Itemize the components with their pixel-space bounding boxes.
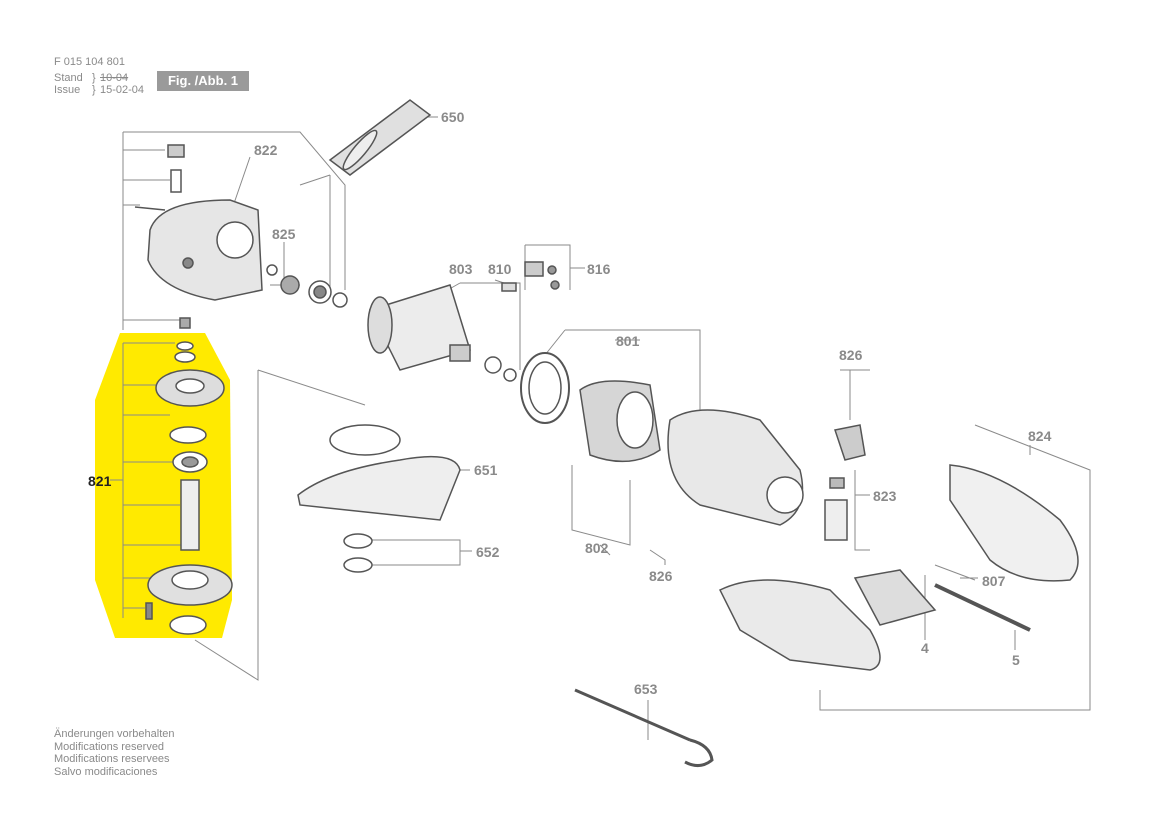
callout-826-top: 826 <box>839 347 863 363</box>
callout-652: 652 <box>476 544 500 560</box>
callout-5: 5 <box>1012 652 1020 668</box>
callout-653: 653 <box>634 681 658 697</box>
figure-label: Fig. /Abb. 1 <box>157 71 249 91</box>
highlight-821 <box>95 333 232 638</box>
rear-handle-cover <box>949 464 1079 582</box>
callout-822: 822 <box>254 142 278 158</box>
wheel-guard <box>297 455 461 521</box>
stand-brace-top: } <box>92 72 96 84</box>
issue-value: 15-02-04 <box>100 84 145 96</box>
issue-brace-bottom: } <box>92 84 96 96</box>
main-handle <box>718 579 881 671</box>
callout-4: 4 <box>921 640 929 656</box>
callout-651: 651 <box>474 462 498 478</box>
callout-801: 801 <box>616 333 640 349</box>
callout-821: 821 <box>88 473 112 489</box>
callout-810: 810 <box>488 261 512 277</box>
stand-value: 10-04 <box>100 72 129 84</box>
footer-line-es: Salvo modificaciones <box>54 765 158 778</box>
callout-807: 807 <box>982 573 1006 589</box>
callout-802: 802 <box>585 540 609 556</box>
footer-notes: Änderungen vorbehalten Modifications res… <box>54 728 174 778</box>
callout-825: 825 <box>272 226 296 242</box>
callout-823: 823 <box>873 488 897 504</box>
footer-line-fr: Modifications reservees <box>54 753 170 765</box>
callout-803: 803 <box>449 261 473 277</box>
callout-826-bottom: 826 <box>649 568 673 584</box>
doc-number: F 015 104 801 <box>54 56 125 68</box>
callout-650: 650 <box>441 109 465 125</box>
callout-816: 816 <box>587 261 611 277</box>
spanner <box>574 688 714 767</box>
footer-line-en: Modifications reserved <box>54 740 165 753</box>
callout-824: 824 <box>1028 428 1052 444</box>
issue-label: Issue <box>54 84 81 96</box>
stand-label: Stand <box>54 72 83 84</box>
footer-line-de: Änderungen vorbehalten <box>54 728 175 740</box>
